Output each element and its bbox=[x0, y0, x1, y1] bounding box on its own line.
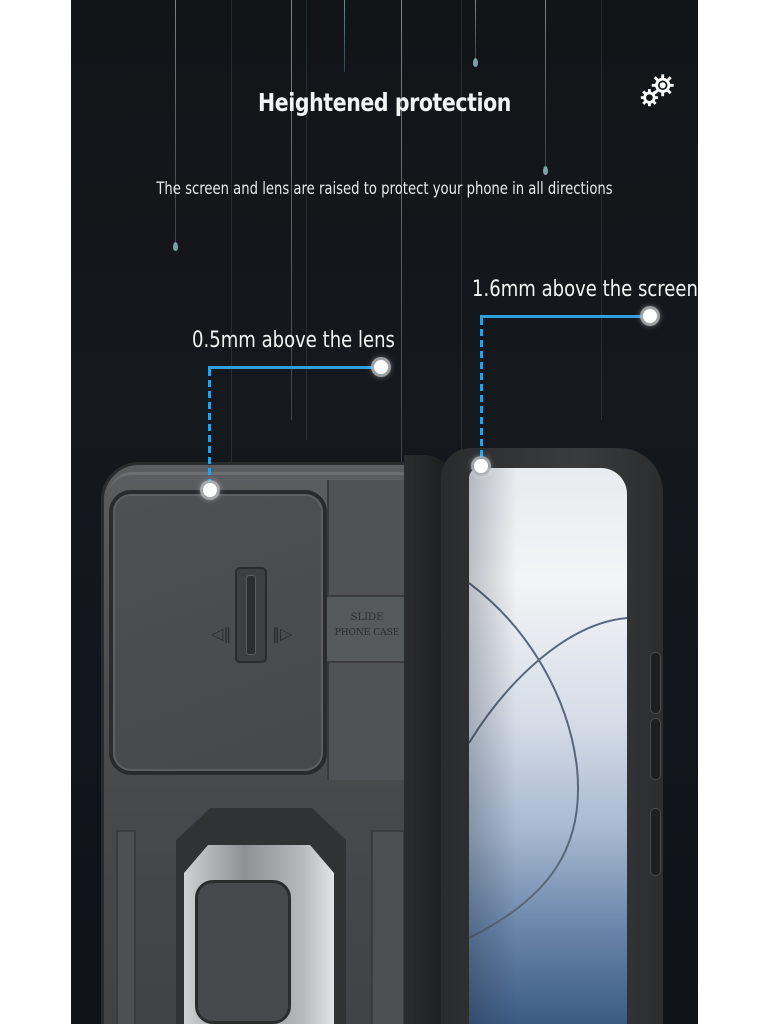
slide-plate bbox=[327, 595, 407, 663]
callout-lens-dash bbox=[208, 369, 211, 484]
power-button bbox=[650, 808, 661, 876]
screen-shade bbox=[469, 468, 517, 1024]
slider-knob-groove bbox=[246, 575, 256, 655]
arrow-right-icon: ‖▷ bbox=[272, 624, 293, 643]
light-streak bbox=[175, 0, 176, 245]
product-banner: Heightened protection The screen and len… bbox=[71, 0, 698, 1024]
slide-sublabel: PHONE CASE bbox=[334, 628, 400, 638]
callout-screen-label: 1.6mm above the screen bbox=[472, 277, 698, 302]
case-rim bbox=[109, 472, 437, 495]
arrow-left-icon: ◁‖ bbox=[211, 624, 232, 643]
callout-lens-line bbox=[208, 366, 380, 369]
light-streak bbox=[601, 0, 602, 420]
callout-screen-point bbox=[474, 459, 488, 473]
ring-holder-center bbox=[195, 880, 291, 1024]
light-streak bbox=[231, 0, 232, 500]
callout-screen-line bbox=[480, 315, 647, 318]
page-subtitle: The screen and lens are raised to protec… bbox=[156, 179, 613, 198]
light-streak bbox=[344, 0, 345, 72]
volume-up-button bbox=[650, 652, 661, 714]
light-streak bbox=[545, 0, 546, 170]
callout-lens-label: 0.5mm above the lens bbox=[192, 328, 395, 353]
light-streak bbox=[401, 0, 402, 480]
light-streak bbox=[306, 0, 307, 440]
volume-down-button bbox=[650, 718, 661, 780]
callout-screen-dot bbox=[643, 309, 657, 323]
callout-lens-dot bbox=[374, 360, 388, 374]
light-drop bbox=[173, 242, 178, 251]
camera-slider-cover bbox=[109, 490, 327, 775]
screen-wallpaper-icon bbox=[469, 582, 627, 939]
callout-screen-dash bbox=[480, 318, 483, 466]
case-rail-left bbox=[116, 830, 136, 1024]
slide-label: SLIDE bbox=[350, 612, 384, 623]
light-drop bbox=[473, 58, 478, 67]
callout-lens-point bbox=[203, 483, 217, 497]
page-title: Heightened protection bbox=[258, 88, 511, 117]
light-drop bbox=[543, 166, 548, 175]
light-streak bbox=[461, 0, 462, 460]
light-streak bbox=[291, 0, 292, 420]
phone-screen bbox=[469, 468, 627, 1024]
case-rail-right bbox=[371, 830, 405, 1024]
light-streak bbox=[475, 0, 476, 60]
gears-icon bbox=[640, 74, 674, 107]
